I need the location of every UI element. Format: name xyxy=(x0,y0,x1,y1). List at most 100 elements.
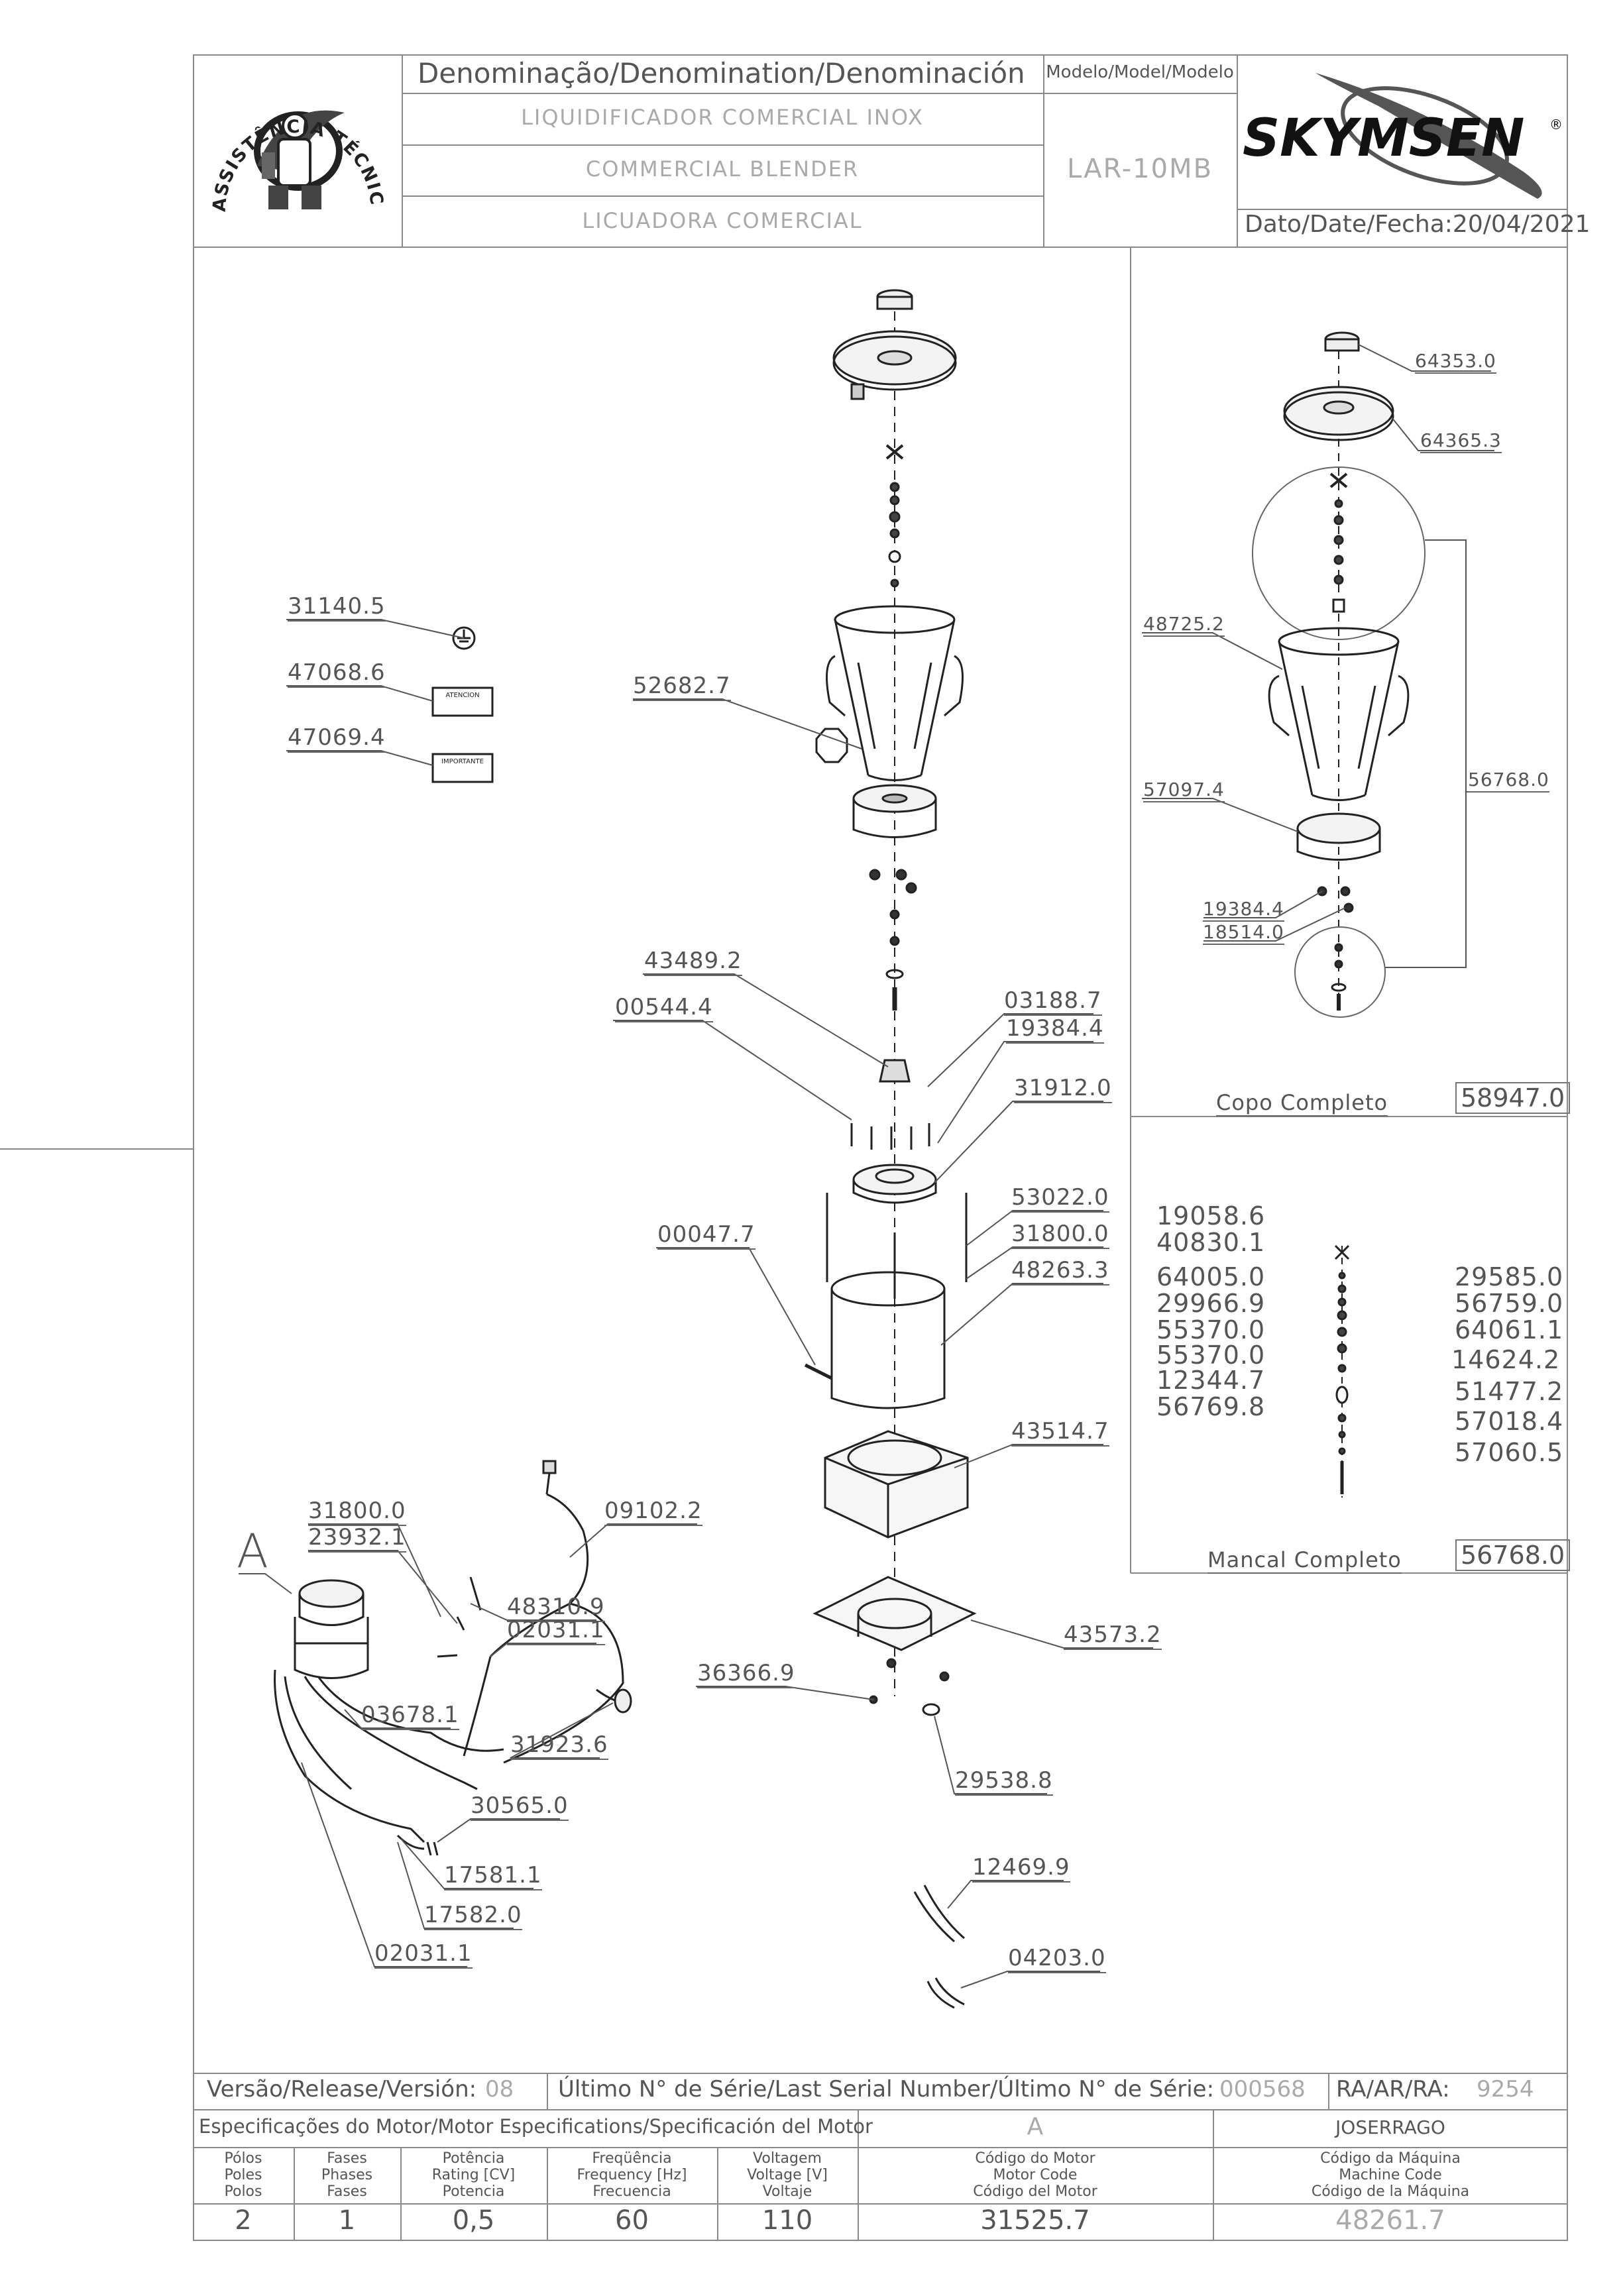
header-row-line xyxy=(402,195,1043,197)
footer-divider xyxy=(294,2147,295,2240)
machine-code-value: 48261.7 xyxy=(1335,2205,1445,2236)
part-label-48263-3: 48263.3 xyxy=(1011,1257,1109,1285)
copo-completo-drawing xyxy=(1252,331,1426,1018)
version-label: Versão/Release/Versión: xyxy=(207,2076,477,2103)
part-label-29538-8: 29538.8 xyxy=(955,1767,1053,1796)
header-row-line xyxy=(402,93,1043,94)
page-edge-line xyxy=(0,1148,193,1150)
copo-label-57097-4: 57097.4 xyxy=(1143,779,1225,802)
part-label-03188-7: 03188.7 xyxy=(1004,987,1102,1016)
model-label: Modelo/Model/Modelo xyxy=(1046,62,1234,82)
mancal-title: Mancal Completo xyxy=(1207,1547,1402,1574)
part-label-03678-1: 03678.1 xyxy=(361,1702,459,1730)
mancal-left-code: 12344.7 xyxy=(1156,1366,1266,1395)
copo-title: Copo Completo xyxy=(1216,1090,1388,1117)
atencion-text: ATENCION xyxy=(445,692,479,699)
footer-divider xyxy=(400,2147,402,2240)
copo-label-19384-4: 19384.4 xyxy=(1203,898,1284,922)
copo-leaders xyxy=(1142,344,1544,968)
copo-label-64365-3: 64365.3 xyxy=(1420,429,1502,453)
version-value: 08 xyxy=(485,2076,514,2103)
frequency-value: 60 xyxy=(615,2205,649,2236)
important-text: IMPORTANTE xyxy=(441,758,484,765)
svg-text:ASSISTÊNCIA TÉCNICA AUTORIZADA: ASSISTÊNCIA TÉCNICA AUTORIZADA xyxy=(0,0,387,213)
denomination-label: Denominação/Denomination/Denominación xyxy=(418,57,1025,89)
part-label-00544-4: 00544.4 xyxy=(615,994,713,1022)
part-label-00047-7: 00047.7 xyxy=(657,1221,756,1250)
mancal-left-code: 56769.8 xyxy=(1156,1392,1266,1421)
header-divider xyxy=(402,54,403,246)
wiring-leaders xyxy=(239,1523,697,1967)
header-divider xyxy=(1237,54,1238,246)
logo-ring-text: ASSISTÊNCIA TÉCNICA AUTORIZADA xyxy=(0,0,386,213)
mancal-right-code: 57060.5 xyxy=(1455,1438,1564,1467)
power-header: Potência Rating [CV] Potencia xyxy=(431,2150,516,2200)
part-label-31140-5: 31140.5 xyxy=(288,593,386,622)
drawing-frame xyxy=(193,54,1568,2241)
part-label-31800-0: 31800.0 xyxy=(1011,1221,1109,1249)
ra-value: 9254 xyxy=(1477,2076,1534,2103)
motor-code-header: Código do Motor Motor Code Código del Mo… xyxy=(973,2150,1097,2200)
power-value: 0,5 xyxy=(452,2205,495,2236)
motor-spec-label: Especificações do Motor/Motor Especifica… xyxy=(199,2115,873,2138)
footer-divider xyxy=(717,2147,718,2240)
footer-top-line xyxy=(193,2073,1568,2074)
phases-header: Fases Phases Fases xyxy=(321,2150,373,2200)
part-label-43489-2: 43489.2 xyxy=(644,948,742,976)
mancal-left-code: 64005.0 xyxy=(1156,1262,1266,1291)
part-label-17581-1: 17581.1 xyxy=(444,1862,542,1890)
mancal-right-code: 56759.0 xyxy=(1455,1289,1564,1318)
footer-row-line xyxy=(193,2109,1568,2110)
product-name-en: COMMERCIAL BLENDER xyxy=(585,156,860,182)
poles-value: 2 xyxy=(235,2205,252,2236)
copo-label-56768-0: 56768.0 xyxy=(1468,769,1549,793)
serial-value: 000568 xyxy=(1219,2076,1306,2103)
part-label-19384-4: 19384.4 xyxy=(1006,1015,1104,1044)
mancal-left-code: 55370.0 xyxy=(1156,1315,1266,1344)
frequency-header: Freqüência Frequency [Hz] Frecuencia xyxy=(577,2150,687,2200)
part-label-43514-7: 43514.7 xyxy=(1011,1418,1109,1447)
copo-label-48725-2: 48725.2 xyxy=(1143,613,1225,637)
brand-name: SKYMSEN xyxy=(1243,109,1524,168)
part-label-23932-1: 23932.1 xyxy=(308,1524,406,1553)
exploded-assembly xyxy=(431,289,977,2009)
brand-logo: SKYMSEN ® xyxy=(1243,73,1563,199)
mancal-left-code: 19058.6 xyxy=(1156,1201,1266,1230)
header-bottom-line xyxy=(193,246,1568,248)
part-label-02031-1: 02031.1 xyxy=(507,1617,605,1645)
part-label-09102-2: 09102.2 xyxy=(604,1498,702,1526)
machine-code-header: Código da Máquina Machine Code Código de… xyxy=(1311,2150,1470,2200)
motor-letter: A xyxy=(1027,2113,1044,2140)
header-divider xyxy=(1043,54,1044,246)
voltage-value: 110 xyxy=(761,2205,813,2236)
header-row-line xyxy=(402,144,1043,146)
voltage-header: Voltagem Voltage [V] Voltaje xyxy=(747,2150,828,2200)
part-label-04203-0: 04203.0 xyxy=(1008,1945,1106,1973)
part-label-31912-0: 31912.0 xyxy=(1014,1075,1112,1103)
mancal-right-code: 29585.0 xyxy=(1455,1262,1564,1291)
footer-divider xyxy=(547,2147,548,2240)
part-label-30565-0: 30565.0 xyxy=(471,1792,569,1821)
date-label: Dato/Date/Fecha:20/04/2021 xyxy=(1245,211,1591,238)
product-name-pt: LIQUIDIFICADOR COMERCIAL INOX xyxy=(521,105,924,130)
copo-label-18514-0: 18514.0 xyxy=(1203,921,1284,945)
part-label-31923-6: 31923.6 xyxy=(510,1731,608,1760)
footer-divider xyxy=(1328,2073,1329,2109)
product-name-es: LICUADORA COMERCIAL xyxy=(582,208,863,233)
part-label-53022-0: 53022.0 xyxy=(1011,1184,1109,1213)
poles-header: Pólos Poles Polos xyxy=(224,2150,262,2200)
part-label-31800-0-b: 31800.0 xyxy=(308,1498,406,1526)
footer-divider xyxy=(1213,2109,1214,2240)
brand-mark: ® xyxy=(1549,117,1563,133)
part-label-02031-1-b: 02031.1 xyxy=(374,1940,473,1969)
part-label-48310-9: 48310.9 xyxy=(507,1594,605,1622)
mancal-right-code: 64061.1 xyxy=(1455,1315,1564,1344)
phases-value: 1 xyxy=(338,2205,356,2236)
mancal-right-code: 51477.2 xyxy=(1455,1377,1564,1406)
part-label-47069-4: 47069.4 xyxy=(288,724,386,753)
model-value: LAR-10MB xyxy=(1066,154,1213,184)
part-label-12469-9: 12469.9 xyxy=(972,1854,1070,1883)
mancal-left-code: 40830.1 xyxy=(1156,1228,1266,1257)
part-label-52682-7: 52682.7 xyxy=(633,673,731,701)
